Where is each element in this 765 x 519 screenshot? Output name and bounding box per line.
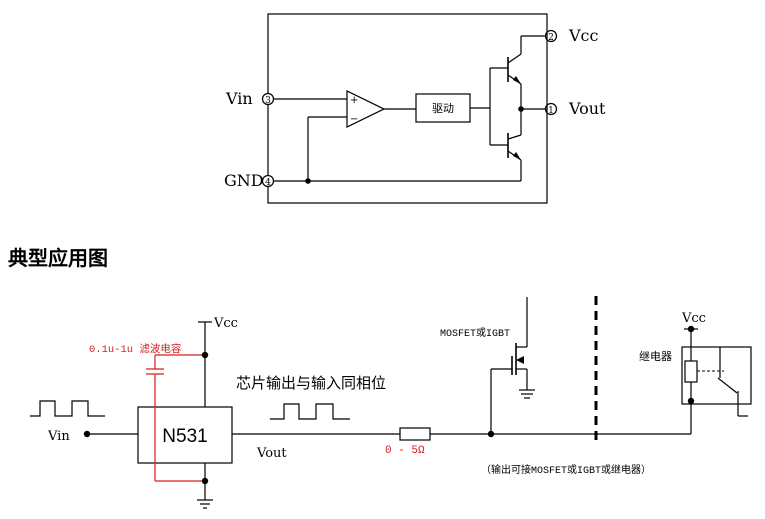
pin-2-circle xyxy=(544,29,558,43)
pin-1-circle xyxy=(544,102,558,116)
mosfet-label: MOSFET或IGBT xyxy=(440,327,510,340)
gnd-pin-label: GND xyxy=(224,171,264,190)
phase-note: 芯片输出与输入同相位 xyxy=(236,374,386,392)
cap-label: 0.1u-1u 滤波电容 xyxy=(89,342,182,356)
ic-outline xyxy=(267,13,548,204)
comparator-symbol xyxy=(346,90,386,128)
output-note: （输出可接MOSFET或IGBT或继电器） xyxy=(481,463,651,477)
app-vcc-label: Vcc xyxy=(213,316,238,331)
pin-4-number: 4 xyxy=(265,178,271,188)
relay-label: 继电器 xyxy=(639,350,672,363)
relay-coil xyxy=(684,360,698,383)
pin-3-number: 3 xyxy=(265,96,271,106)
app-vin-label: Vin xyxy=(47,429,70,444)
vcc-pin-label: Vcc xyxy=(568,26,599,45)
output-resistor xyxy=(399,427,431,441)
section-title: 典型应用图 xyxy=(8,246,108,270)
relay-box xyxy=(681,346,752,405)
app-vout-label: Vout xyxy=(256,446,287,461)
mosfet-arrow-icon xyxy=(516,356,524,364)
pin-4-circle xyxy=(261,174,275,188)
filter-capacitor xyxy=(146,354,205,482)
vin-pin-label: Vin xyxy=(225,89,253,108)
chip-label: N531 xyxy=(162,426,207,447)
resistor-label: 0 - 5Ω xyxy=(385,445,425,457)
relay-vcc-label: Vcc xyxy=(681,311,706,326)
pin-2-number: 2 xyxy=(548,33,554,43)
vout-pin-label: Vout xyxy=(568,99,606,118)
comparator-minus: − xyxy=(350,114,358,125)
pin-3-circle xyxy=(261,92,275,106)
driver-label: 驱动 xyxy=(432,102,454,115)
pin-1-number: 1 xyxy=(548,106,554,116)
comparator-plus: + xyxy=(350,95,358,106)
n531-chip xyxy=(137,406,233,464)
